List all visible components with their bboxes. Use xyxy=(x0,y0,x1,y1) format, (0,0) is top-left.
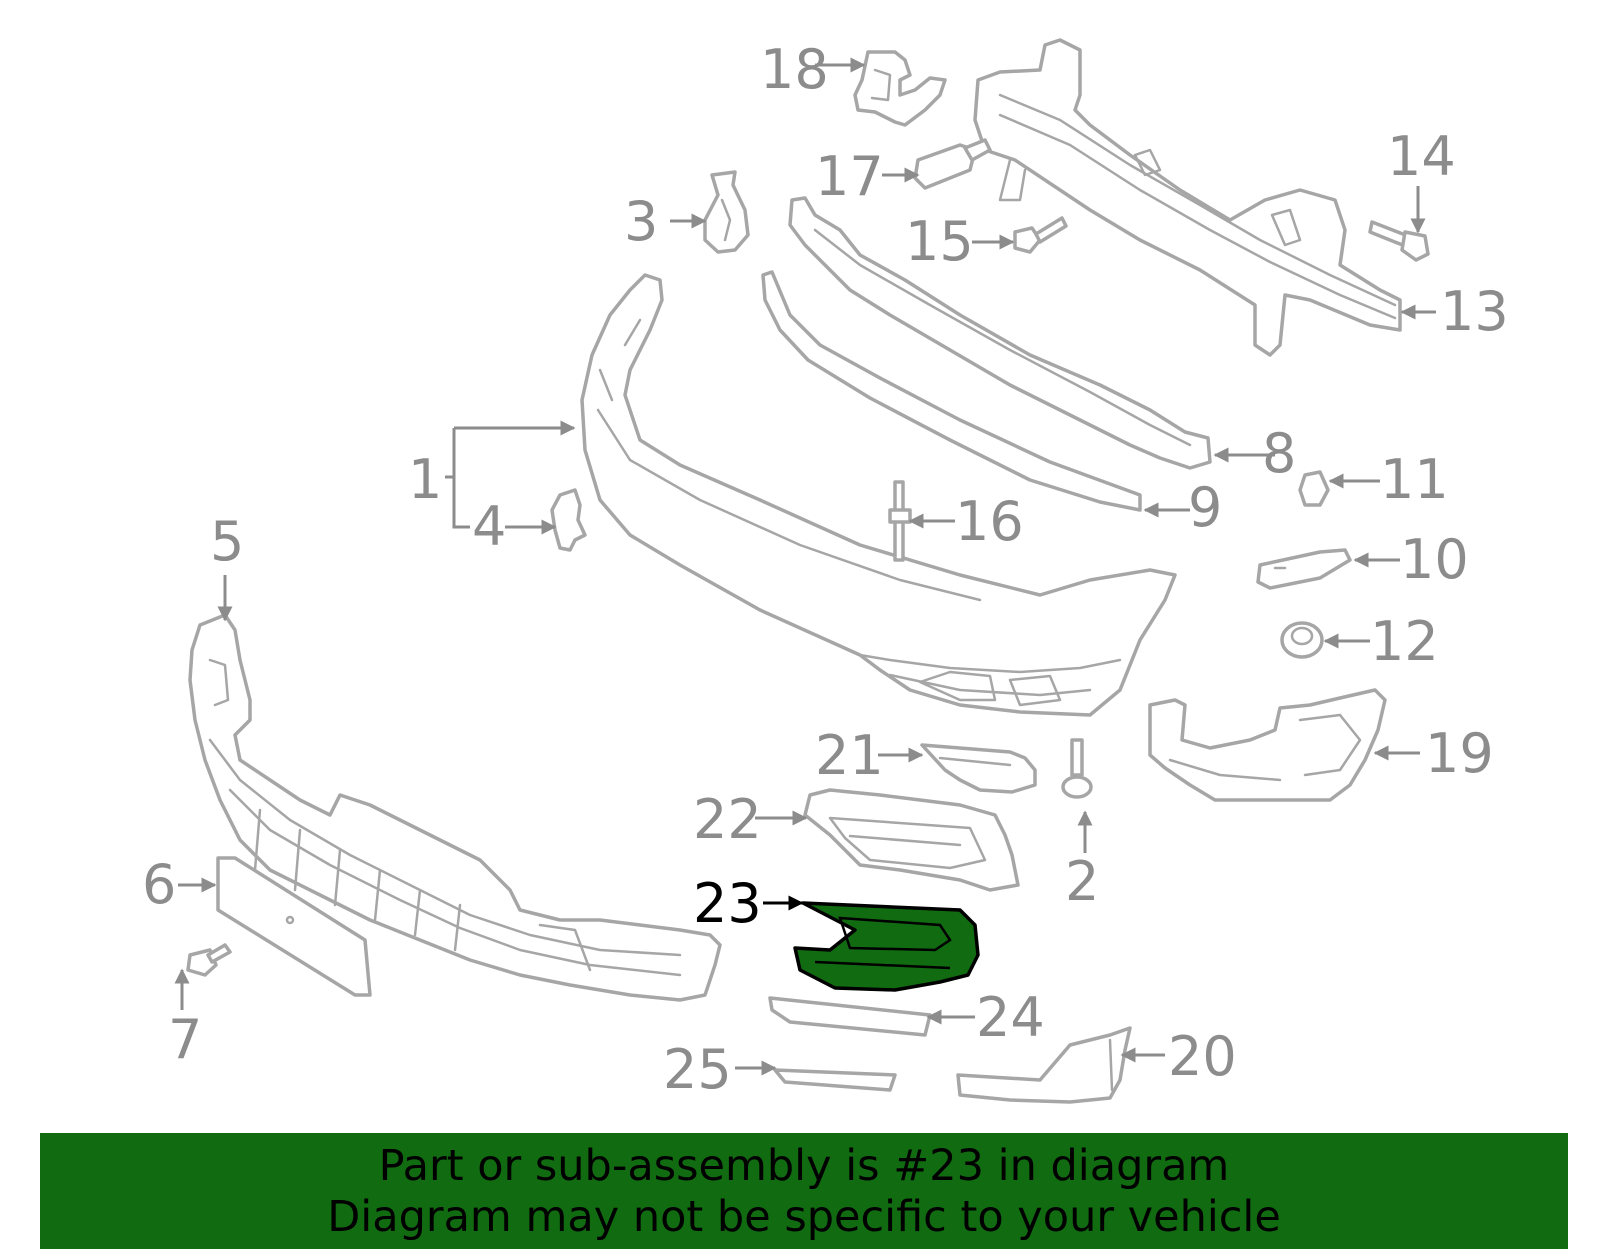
part-5-lower-bumper[interactable] xyxy=(188,613,722,1002)
part-1-bumper-cover[interactable] xyxy=(580,273,1177,717)
callout-21: 21 xyxy=(815,724,884,787)
part-22-grille[interactable] xyxy=(803,788,1020,892)
part-23-fog-lamp-bezel[interactable] xyxy=(793,901,980,992)
part-15-bolt[interactable] xyxy=(1013,216,1068,254)
callout-22: 22 xyxy=(693,788,762,851)
callout-15: 15 xyxy=(905,210,974,273)
callout-5: 5 xyxy=(210,510,244,573)
callout-19: 19 xyxy=(1425,722,1494,785)
part-6-license-bracket[interactable] xyxy=(216,856,372,997)
leader-lines xyxy=(174,57,1436,1076)
part-9-strip[interactable] xyxy=(761,270,1142,512)
callout-16: 16 xyxy=(955,490,1024,553)
part-10-trim[interactable] xyxy=(1256,548,1352,590)
callout-2: 2 xyxy=(1065,850,1099,913)
callout-8: 8 xyxy=(1262,422,1296,485)
part-4-clip[interactable] xyxy=(550,488,587,552)
callout-labels: 1 2 3 4 5 6 7 8 9 10 11 12 13 14 15 16 1… xyxy=(142,38,1509,1101)
callout-18: 18 xyxy=(760,38,829,101)
part-8-upper-absorber[interactable] xyxy=(788,196,1212,470)
callout-25: 25 xyxy=(663,1038,732,1101)
callout-10: 10 xyxy=(1400,528,1469,591)
part-3-cap[interactable] xyxy=(703,170,750,254)
part-7-bolt[interactable] xyxy=(186,943,232,977)
callout-7: 7 xyxy=(168,1008,202,1071)
callout-13: 13 xyxy=(1440,280,1509,343)
part-2-bolt[interactable] xyxy=(1061,738,1093,799)
part-11-nut[interactable] xyxy=(1298,470,1330,507)
info-banner: Part or sub-assembly is #23 in diagram D… xyxy=(40,1133,1568,1249)
callout-24: 24 xyxy=(976,986,1045,1049)
part-14-bolt[interactable] xyxy=(1368,220,1430,262)
banner-line-1: Part or sub-assembly is #23 in diagram xyxy=(378,1141,1230,1191)
part-17-sensor[interactable] xyxy=(913,138,992,190)
part-16-push-pin[interactable] xyxy=(888,480,912,562)
callout-4: 4 xyxy=(472,495,506,558)
part-20-corner-trim[interactable] xyxy=(956,1026,1132,1104)
banner-line-2: Diagram may not be specific to your vehi… xyxy=(327,1192,1281,1242)
part-21-grille[interactable] xyxy=(920,743,1037,794)
callout-1: 1 xyxy=(408,448,442,511)
callout-23: 23 xyxy=(693,872,762,935)
part-19-bracket[interactable] xyxy=(1148,688,1387,802)
callout-9: 9 xyxy=(1188,476,1222,539)
callout-3: 3 xyxy=(624,190,658,253)
callout-17: 17 xyxy=(815,145,884,208)
callout-20: 20 xyxy=(1168,1025,1237,1088)
part-18-bracket[interactable] xyxy=(853,50,947,127)
callout-14: 14 xyxy=(1387,125,1456,188)
callout-11: 11 xyxy=(1380,448,1449,511)
part-13-bumper-reinforcement[interactable] xyxy=(973,38,1402,357)
part-25-trim-strip[interactable] xyxy=(773,1068,897,1092)
callout-6: 6 xyxy=(142,853,176,916)
part-12-grommet[interactable] xyxy=(1280,621,1324,659)
callout-12: 12 xyxy=(1370,610,1439,673)
part-24-trim-strip[interactable] xyxy=(768,996,932,1037)
